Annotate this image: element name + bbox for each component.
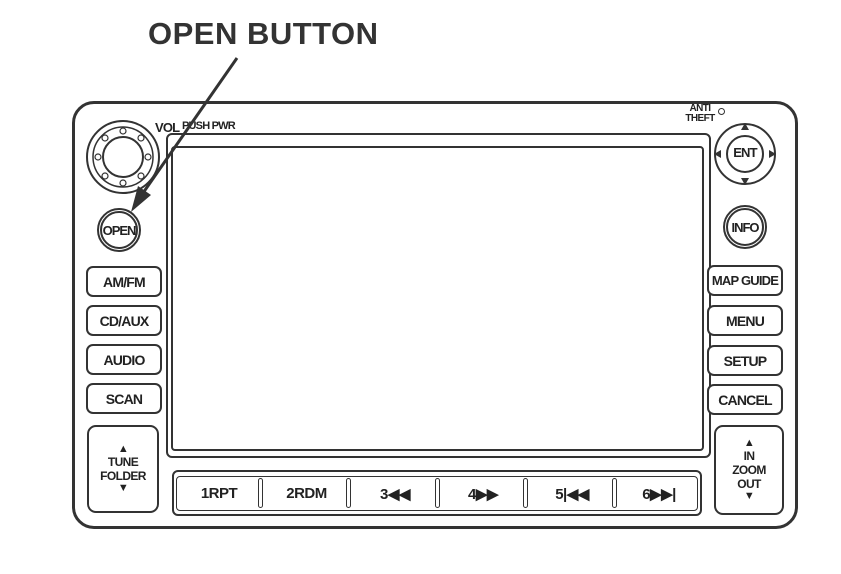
preset-bar (176, 476, 698, 511)
info-button-label: INFO (726, 208, 764, 246)
preset-5-button[interactable]: 5|◀◀ (555, 485, 589, 503)
preset-divider (612, 478, 617, 508)
preset-divider (435, 478, 440, 508)
open-button-label: OPEN (100, 211, 138, 249)
display-screen (171, 146, 704, 451)
zoom-label: IN ZOOM OUT (732, 449, 766, 491)
screen-bezel (166, 133, 711, 458)
scan-button[interactable]: SCAN (86, 383, 162, 414)
preset-divider (258, 478, 263, 508)
vol-label: VOL (155, 120, 180, 135)
zoom-rocker[interactable]: ▲ IN ZOOM OUT ▼ (714, 425, 784, 515)
tune-folder-rocker[interactable]: ▲ TUNE FOLDER ▼ (87, 425, 159, 513)
preset-divider (346, 478, 351, 508)
anti-theft-indicator-icon (718, 108, 725, 115)
ent-button[interactable]: ENT (733, 145, 757, 160)
preset-1-button[interactable]: 1RPT (200, 485, 238, 502)
setup-button[interactable]: SETUP (707, 345, 783, 376)
info-button[interactable]: INFO (723, 205, 767, 249)
map-guide-button[interactable]: MAP GUIDE (707, 265, 783, 296)
down-arrow-icon: ▼ (743, 490, 755, 502)
preset-strip (172, 470, 702, 516)
preset-2-button[interactable]: 2RDM (286, 485, 327, 502)
preset-divider (523, 478, 528, 508)
up-arrow-icon: ▲ (743, 437, 755, 449)
cancel-button[interactable]: CANCEL (707, 384, 783, 415)
menu-button[interactable]: MENU (707, 305, 783, 336)
cd-aux-button[interactable]: CD/AUX (86, 305, 162, 336)
volume-knob-icon[interactable] (84, 118, 162, 196)
preset-4-button[interactable]: 4▶▶ (468, 485, 498, 503)
preset-6-button[interactable]: 6▶▶| (642, 485, 676, 503)
am-fm-button[interactable]: AM/FM (86, 266, 162, 297)
audio-button[interactable]: AUDIO (86, 344, 162, 375)
open-button[interactable]: OPEN (97, 208, 141, 252)
up-arrow-icon: ▲ (117, 443, 129, 455)
push-pwr-label: PUSH PWR (182, 120, 236, 132)
anti-theft-label: ANTI THEFT (685, 103, 715, 124)
preset-3-button[interactable]: 3◀◀ (380, 485, 410, 503)
tune-folder-label: TUNE FOLDER (100, 455, 146, 483)
callout-label: OPEN BUTTON (148, 16, 379, 51)
down-arrow-icon: ▼ (117, 482, 129, 494)
joystick-icon[interactable] (709, 121, 781, 187)
